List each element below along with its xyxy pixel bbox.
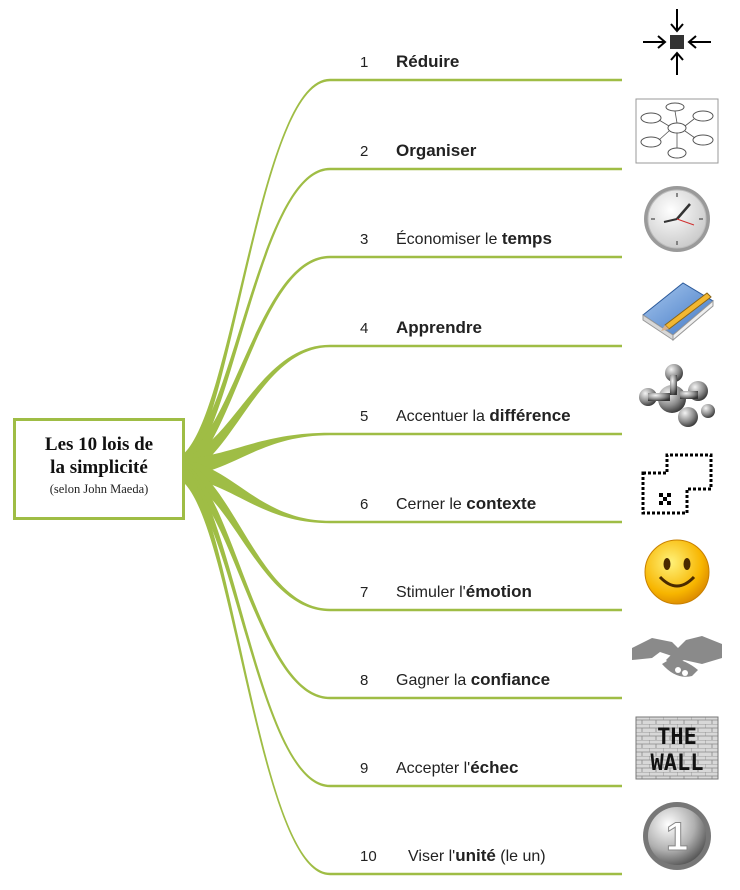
central-subtitle: (selon John Maeda) [49,482,149,496]
law-number: 8 [360,672,369,689]
law-keyword: échec [470,758,519,777]
law-text: Accentuer la [396,408,490,425]
central-topic-box: Les 10 lois de la simplicité (selon John… [13,418,185,520]
handshake-icon [632,625,722,695]
law-number: 2 [360,143,369,160]
shrink-arrows-icon [632,7,722,77]
law-number: 3 [360,231,369,248]
law-2: 2 Organiser [360,138,476,164]
wall-text-line1: THE [657,725,697,750]
central-title-line1: Les 10 lois de [44,434,154,455]
law-1: 1 Réduire [360,49,459,75]
law-text: Économiser le [396,231,502,248]
law-text: Gagner la [396,672,471,689]
law-keyword: Apprendre [396,318,482,337]
law-10: 10 Viser l'unité (le un) [360,843,546,869]
law-number: 5 [360,408,369,425]
central-title-line2: la simplicité [50,457,148,478]
law-keyword: temps [501,229,552,248]
law-keyword: émotion [465,582,532,601]
law-text: Accepter l' [396,760,471,777]
the-wall-icon: THE WALL [632,713,722,783]
smiley-icon [632,537,722,607]
law-number: 7 [360,584,369,601]
badge-number: 1 [666,815,688,859]
clock-icon [632,184,722,254]
law-6: 6 Cerner le contexte [360,491,536,517]
law-number: 10 [360,848,377,865]
law-7: 7 Stimuler l'émotion [360,579,532,605]
molecule-blob-icon [632,361,722,431]
law-text: Stimuler l' [396,584,466,601]
law-keyword: Réduire [396,52,460,71]
wall-text-line2: WALL [651,751,704,776]
law-number: 1 [360,54,369,71]
context-outline-icon [632,449,722,519]
law-4: 4 Apprendre [360,315,482,341]
branch-3 [172,255,622,477]
law-text: Viser l' [408,848,456,865]
law-8: 8 Gagner la confiance [360,667,550,693]
law-text: Cerner le [396,496,467,513]
law-5: 5 Accentuer la différence [360,403,571,429]
law-text-suffix: (le un) [495,848,546,865]
mind-map-icon [632,96,722,166]
law-number: 9 [360,760,369,777]
law-9: 9 Accepter l'échec [360,755,518,781]
law-3: 3 Économiser le temps [360,226,552,252]
law-number: 6 [360,496,369,513]
number-one-badge-icon: 1 [632,801,722,871]
law-keyword: contexte [466,494,537,513]
law-keyword: Organiser [396,141,477,160]
law-keyword: unité [455,846,496,865]
law-number: 4 [360,320,369,337]
branch-5 [172,432,622,477]
law-keyword: différence [489,406,571,425]
law-keyword: confiance [470,670,551,689]
book-pencil-icon [632,273,722,343]
